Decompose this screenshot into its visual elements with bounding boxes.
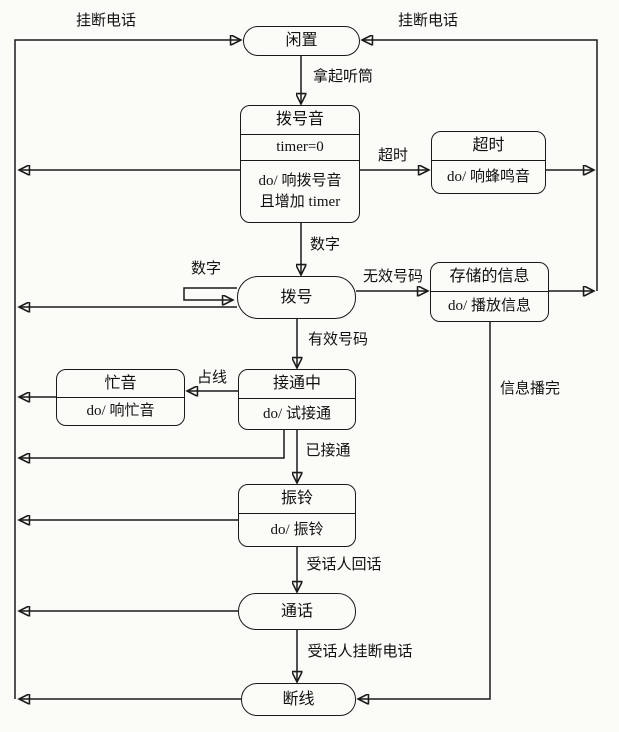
label-hangup-right: 挂断电话 xyxy=(397,13,459,29)
state-timeout: 超时 do/ 响蜂鸣音 xyxy=(431,131,546,194)
state-connecting-title: 接通中 xyxy=(239,370,355,399)
state-stored-message-title: 存储的信息 xyxy=(431,263,548,292)
state-timeout-title: 超时 xyxy=(432,132,545,161)
edge-dialing-self-loop xyxy=(183,287,237,300)
state-idle-label: 闲置 xyxy=(285,32,318,49)
state-ringing-title: 振铃 xyxy=(239,485,355,514)
state-disconnected-label: 断线 xyxy=(282,690,315,708)
state-busy-tone: 忙音 do/ 响忙音 xyxy=(56,369,185,426)
state-disconnected: 断线 xyxy=(241,683,356,716)
state-stored-message-action: do/ 播放信息 xyxy=(448,298,531,314)
state-dial-tone-title: 拨号音 xyxy=(241,106,359,135)
state-dialing: 拨号 xyxy=(237,276,356,319)
label-connected: 已接通 xyxy=(305,443,351,459)
label-invalid-number: 无效号码 xyxy=(362,269,424,285)
label-pick-up-receiver: 拿起听筒 xyxy=(312,69,374,85)
edge-stored-message-to-disconnected xyxy=(359,322,491,699)
state-busy-tone-action: do/ 响忙音 xyxy=(86,403,155,419)
state-talking-label: 通话 xyxy=(280,602,313,620)
state-dial-tone-action-line1: do/ 响拨号音 xyxy=(258,173,342,190)
state-ringing: 振铃 do/ 振铃 xyxy=(238,484,356,547)
label-message-finished: 信息播完 xyxy=(499,381,561,397)
label-hangup-left: 挂断电话 xyxy=(75,13,137,29)
state-ringing-action: do/ 振铃 xyxy=(270,521,324,538)
state-dial-tone-action-line2: 且增加 timer xyxy=(259,193,341,210)
label-callee-answers: 受话人回话 xyxy=(306,557,382,573)
edge-hangup-from-connecting xyxy=(20,430,285,458)
label-digit-down: 数字 xyxy=(309,237,341,253)
state-connecting-action: do/ 试接通 xyxy=(263,405,331,422)
state-dial-tone-variable: timer=0 xyxy=(241,135,359,161)
label-valid-number: 有效号码 xyxy=(307,332,369,348)
state-dialing-label: 拨号 xyxy=(280,288,313,306)
state-dial-tone: 拨号音 timer=0 do/ 响拨号音 且增加 timer xyxy=(240,105,360,223)
label-timeout: 超时 xyxy=(377,148,409,164)
edge-hangup-rail-left-to-idle xyxy=(14,40,240,699)
state-busy-tone-title: 忙音 xyxy=(57,370,184,398)
state-dial-tone-action: do/ 响拨号音 且增加 timer xyxy=(241,161,359,222)
label-callee-hangs-up: 受话人挂断电话 xyxy=(307,644,413,660)
state-timeout-action: do/ 响蜂鸣音 xyxy=(447,168,530,185)
state-idle: 闲置 xyxy=(243,26,360,56)
label-busy: 占线 xyxy=(196,370,228,386)
state-talking: 通话 xyxy=(238,593,356,630)
label-digit-loop: 数字 xyxy=(190,261,222,277)
state-connecting: 接通中 do/ 试接通 xyxy=(238,369,356,430)
edge-hangup-rail-right-to-idle xyxy=(363,40,598,291)
state-stored-message: 存储的信息 do/ 播放信息 xyxy=(430,262,549,322)
